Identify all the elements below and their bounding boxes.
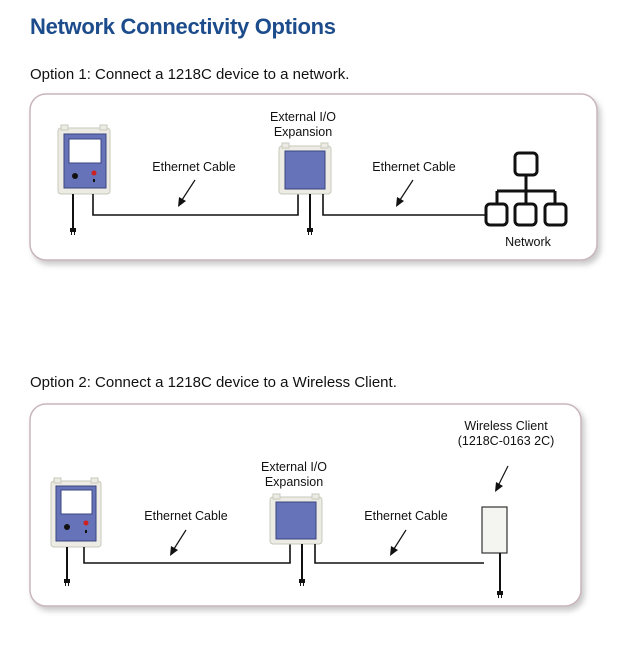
network-label: Network (505, 235, 552, 249)
option1-cable-right-arrow (396, 179, 414, 207)
network-icon (484, 151, 568, 227)
option2-cable-left-arrow (170, 529, 187, 556)
option2-cable-left-label: Ethernet Cable (144, 509, 227, 523)
wireless-client-device (481, 506, 508, 554)
option2-panel: External I/O Expansion Ethernet Cable Et… (29, 403, 582, 607)
option2-expansion-label-line2: Expansion (265, 475, 323, 489)
option1-cable-right-label: Ethernet Cable (372, 160, 455, 174)
option1-1218c-device (57, 124, 111, 195)
option1-cable-left-label: Ethernet Cable (152, 160, 235, 174)
wireless-client-label-line1: Wireless Client (464, 419, 548, 433)
option2-cable-right-label: Ethernet Cable (364, 509, 447, 523)
page-title: Network Connectivity Options (30, 14, 336, 39)
option1-panel: External I/O Expansion Ethernet Cable Et… (29, 93, 598, 261)
option2-cable-right-arrow (390, 529, 407, 556)
option2-1218c-device (50, 477, 102, 548)
option1-expansion-box (278, 142, 332, 195)
option1-expansion-label-line1: External I/O (270, 110, 336, 124)
option1-heading: Option 1: Connect a 1218C device to a ne… (30, 66, 350, 83)
wireless-client-label-line2: (1218C-0163 2C) (458, 434, 555, 448)
option2-heading: Option 2: Connect a 1218C device to a Wi… (30, 374, 397, 391)
option2-expansion-box (269, 493, 323, 545)
option1-expansion-label-line2: Expansion (274, 125, 332, 139)
option1-cable-left-arrow (178, 179, 196, 207)
option2-expansion-label-line1: External I/O (261, 460, 327, 474)
wireless-client-arrow (495, 465, 509, 492)
